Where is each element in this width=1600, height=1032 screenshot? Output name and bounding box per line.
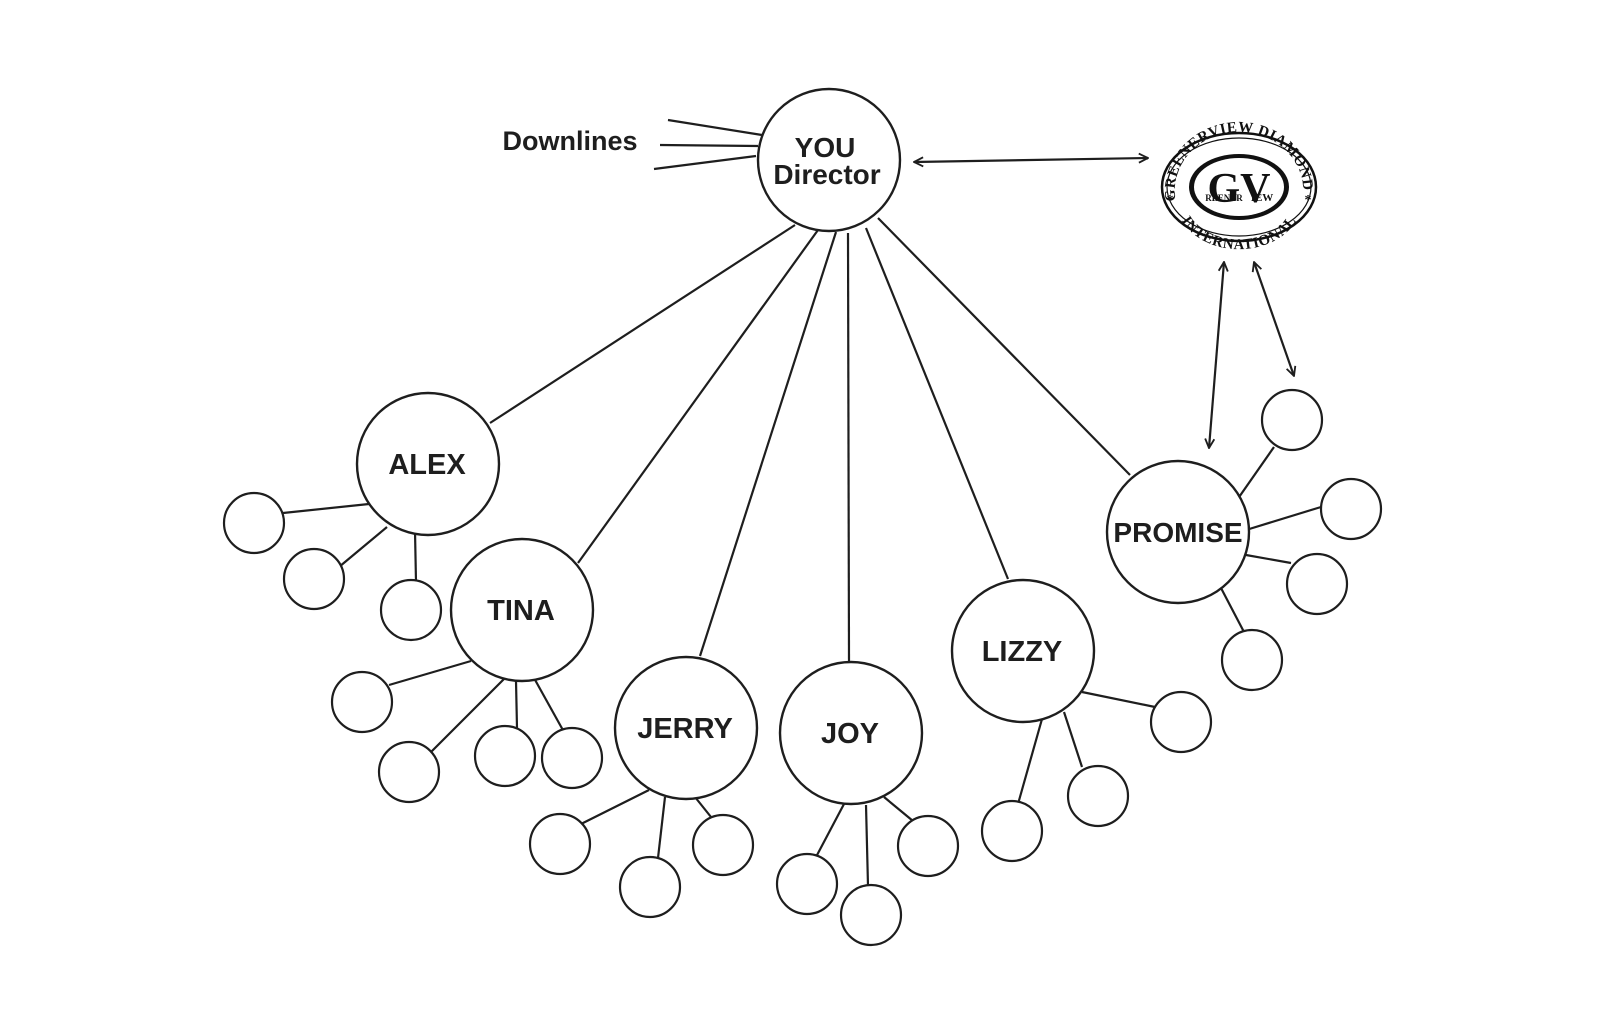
node-alex-label: ALEX [388, 449, 466, 481]
edge-lizzy-downline [1016, 718, 1044, 805]
edge-promise-downline [1245, 553, 1292, 565]
downline-circle-jerry-3 [691, 813, 755, 877]
downlines-pointer-line [653, 154, 757, 171]
edge-promise-downline [1220, 587, 1245, 633]
downline-circle-alex-1 [222, 491, 286, 555]
edge-alex-downline [282, 502, 370, 515]
node-alex: ALEX [355, 391, 501, 537]
node-joy: JOY [778, 660, 924, 806]
downlines-pointer-line [659, 143, 759, 148]
edge-jerry-downline [580, 789, 650, 825]
logo-small-left: REENER [1205, 193, 1243, 203]
node-jerry: JERRY [613, 655, 759, 801]
edge-lizzy-downline [1081, 690, 1156, 709]
downline-circle-jerry-2 [618, 855, 682, 919]
edge-you-jerry [698, 231, 838, 657]
arrow-logo-promise [1209, 262, 1224, 448]
downline-circle-promise-2 [1319, 477, 1383, 541]
edge-you-tina [577, 229, 819, 564]
downline-circle-promise-4 [1220, 628, 1284, 692]
downlines-pointer-line [667, 118, 763, 137]
node-you-label: YOU [795, 132, 856, 163]
downline-circle-joy-3 [896, 814, 960, 878]
downlines-label: Downlines [502, 126, 637, 156]
edge-promise-downline [1245, 505, 1322, 532]
edge-alex-downline [338, 526, 388, 568]
node-tina-label: TINA [487, 595, 555, 627]
arrow-you-logo [914, 158, 1148, 162]
edge-joy-downline [883, 796, 914, 822]
edge-jerry-downline [694, 796, 712, 818]
edge-alex-downline [413, 530, 418, 583]
node-joy-label: JOY [821, 718, 879, 750]
edge-you-joy [846, 232, 851, 663]
downline-circle-promise-3 [1285, 552, 1349, 616]
node-director-label: Director [773, 159, 880, 190]
downline-circle-tina-2 [377, 740, 441, 804]
node-lizzy-label: LIZZY [982, 636, 1063, 668]
downline-circle-tina-4 [540, 726, 604, 790]
downline-circle-promise-1 [1260, 388, 1324, 452]
downline-circle-tina-3 [473, 724, 537, 788]
edge-tina-downline [533, 677, 565, 733]
edge-tina-downline [388, 659, 472, 687]
node-you-director: YOU Director [756, 87, 902, 233]
edge-tina-downline [430, 677, 506, 753]
downline-circle-alex-3 [379, 578, 443, 642]
node-promise-label: PROMISE [1113, 517, 1242, 548]
edge-joy-downline [864, 804, 870, 887]
edge-lizzy-downline [1062, 711, 1084, 768]
edge-tina-downline [514, 680, 519, 729]
downline-circle-joy-2 [839, 883, 903, 947]
node-tina: TINA [449, 537, 595, 683]
logo-star-left: * [1167, 193, 1174, 208]
edge-you-promise [877, 217, 1131, 476]
node-jerry-label: JERRY [637, 713, 733, 745]
edge-jerry-downline [656, 796, 667, 859]
node-promise: PROMISE [1105, 459, 1251, 605]
logo-star-right: * [1305, 193, 1312, 208]
logo-monogram: GV [1208, 166, 1271, 212]
edge-you-lizzy [864, 227, 1010, 580]
greenerview-logo: GREENERVIEW DIAMOND INTERNATIONAL GV REE… [1160, 120, 1318, 253]
arrow-logo-promise-downline [1254, 262, 1294, 376]
downline-circle-lizzy-3 [1149, 690, 1213, 754]
downline-circle-joy-1 [775, 852, 839, 916]
edge-promise-downline [1236, 446, 1275, 501]
node-lizzy: LIZZY [950, 578, 1096, 724]
downline-circle-jerry-1 [528, 812, 592, 876]
logo-small-right: IEW [1251, 192, 1274, 204]
downline-circle-lizzy-2 [1066, 764, 1130, 828]
edge-you-alex [489, 224, 796, 424]
downline-circle-alex-2 [282, 547, 346, 611]
edge-joy-downline [815, 803, 845, 858]
downline-circle-lizzy-1 [980, 799, 1044, 863]
downline-circle-tina-1 [330, 670, 394, 734]
